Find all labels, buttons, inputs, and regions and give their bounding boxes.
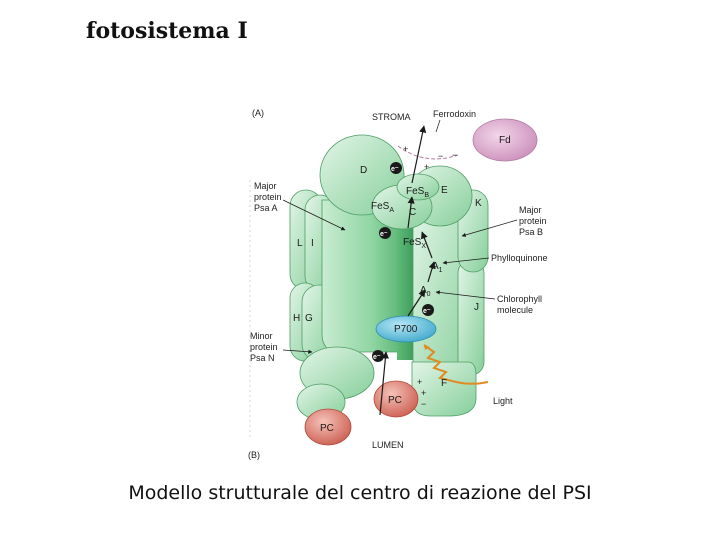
electron-badge-2: e⁻ <box>379 227 391 239</box>
a1-label: A1 <box>432 261 443 274</box>
arrow-p700-to-a0 <box>407 289 426 317</box>
major-protein-a-label: Major protein Psa A <box>254 181 282 213</box>
electron-badge-4: e⁻ <box>372 350 384 362</box>
caption: Modello strutturale del centro di reazio… <box>128 482 592 504</box>
svg-text:Major: Major <box>254 181 277 191</box>
svg-text:FeSB: FeSB <box>406 186 429 199</box>
charge-plus-2: + <box>424 162 429 172</box>
svg-text:Psa A: Psa A <box>254 203 278 213</box>
light-ray <box>423 344 489 385</box>
lumen-label: LUMEN <box>372 440 404 450</box>
svg-text:A0: A0 <box>420 285 431 298</box>
charge-plus-4: + <box>421 388 426 398</box>
subunit-i-label: I <box>311 238 314 249</box>
charge-plus-1: + <box>403 144 408 154</box>
p700-label: P700 <box>394 324 418 335</box>
svg-text:e⁻: e⁻ <box>380 231 388 238</box>
charge-plus-3: + <box>417 377 422 387</box>
subunit-c-label: C <box>409 207 416 218</box>
subunit-j-helix <box>457 259 485 376</box>
subunit-h-label: H <box>293 313 300 324</box>
arrow-a1-to-fesx <box>420 231 433 259</box>
pc-upper-label: PC <box>388 395 402 406</box>
p700-body <box>375 315 437 343</box>
subunit-k-label: K <box>475 198 482 209</box>
subunit-j-label: J <box>474 302 479 313</box>
a0-label: A0 <box>420 285 431 298</box>
phylloquinone-label: Phylloquinone <box>491 253 548 263</box>
ferredoxin-leader <box>435 119 441 133</box>
electron-badge-3: e⁻ <box>422 304 434 316</box>
slide-title: fotosistema I <box>86 18 248 44</box>
charge-minus-2: − <box>452 150 457 160</box>
subunit-f <box>411 361 477 417</box>
fesx-label: FeSX <box>403 237 426 250</box>
svg-text:protein: protein <box>250 342 278 352</box>
charge-minus-3: − <box>421 399 426 409</box>
svg-text:Chlorophyll: Chlorophyll <box>497 294 542 304</box>
subunit-d-label: D <box>360 165 367 176</box>
svg-text:Minor: Minor <box>250 331 273 341</box>
ferredoxin-label: Ferrodoxin <box>433 109 476 119</box>
ferredoxin-dock <box>397 145 459 160</box>
arrow-pc-to-p700 <box>379 351 389 416</box>
light-label: Light <box>493 396 513 406</box>
pc-lower <box>304 408 352 446</box>
subunit-f-label: F <box>441 378 447 389</box>
pc-upper <box>373 380 419 418</box>
major-b-leader <box>461 219 518 237</box>
chlorophyll-label: Chlorophyll molecule <box>497 294 542 315</box>
svg-text:Major: Major <box>519 205 542 215</box>
svg-text:protein: protein <box>519 216 547 226</box>
subunit-g-label: G <box>305 313 313 324</box>
svg-text:FeSX: FeSX <box>403 237 426 250</box>
svg-text:e⁻: e⁻ <box>391 166 399 173</box>
svg-text:Psa N: Psa N <box>250 353 275 363</box>
charge-minus-1: − <box>438 151 443 161</box>
svg-text:protein: protein <box>254 192 282 202</box>
fd-label: Fd <box>499 135 511 146</box>
ferredoxin-body <box>472 118 538 162</box>
svg-text:molecule: molecule <box>497 305 533 315</box>
major-protein-b-label: Major protein Psa B <box>519 205 547 237</box>
pc-lower-label: PC <box>320 423 334 434</box>
fesb-label: FeSB <box>406 186 429 199</box>
svg-text:A1: A1 <box>432 261 443 274</box>
arrow-fesx-to-fesa <box>407 196 415 229</box>
minor-n-leader <box>282 349 313 354</box>
subunit-l-label: L <box>297 238 303 249</box>
fesb-cluster <box>396 173 440 201</box>
stroma-label: STROMA <box>372 112 411 122</box>
fesa-label: FeSA <box>371 201 394 214</box>
electron-badge-1: e⁻ <box>390 162 402 174</box>
phylloquinone-leader <box>442 257 490 265</box>
svg-text:e⁻: e⁻ <box>373 354 381 361</box>
svg-text:Psa B: Psa B <box>519 227 543 237</box>
major-a-leader <box>282 199 346 231</box>
chlorophyll-leader <box>435 290 496 300</box>
arrow-fesb-to-ferredoxin <box>411 125 427 184</box>
svg-text:FeSA: FeSA <box>371 201 394 214</box>
arrow-a0-to-a1 <box>427 261 436 283</box>
panel-b-label: (B) <box>248 450 260 460</box>
svg-text:e⁻: e⁻ <box>423 308 431 315</box>
minor-protein-n-label: Minor protein Psa N <box>250 331 278 363</box>
panel-a-label: (A) <box>252 108 264 118</box>
light-arrowhead <box>424 345 430 350</box>
subunit-e-label: E <box>441 185 448 196</box>
